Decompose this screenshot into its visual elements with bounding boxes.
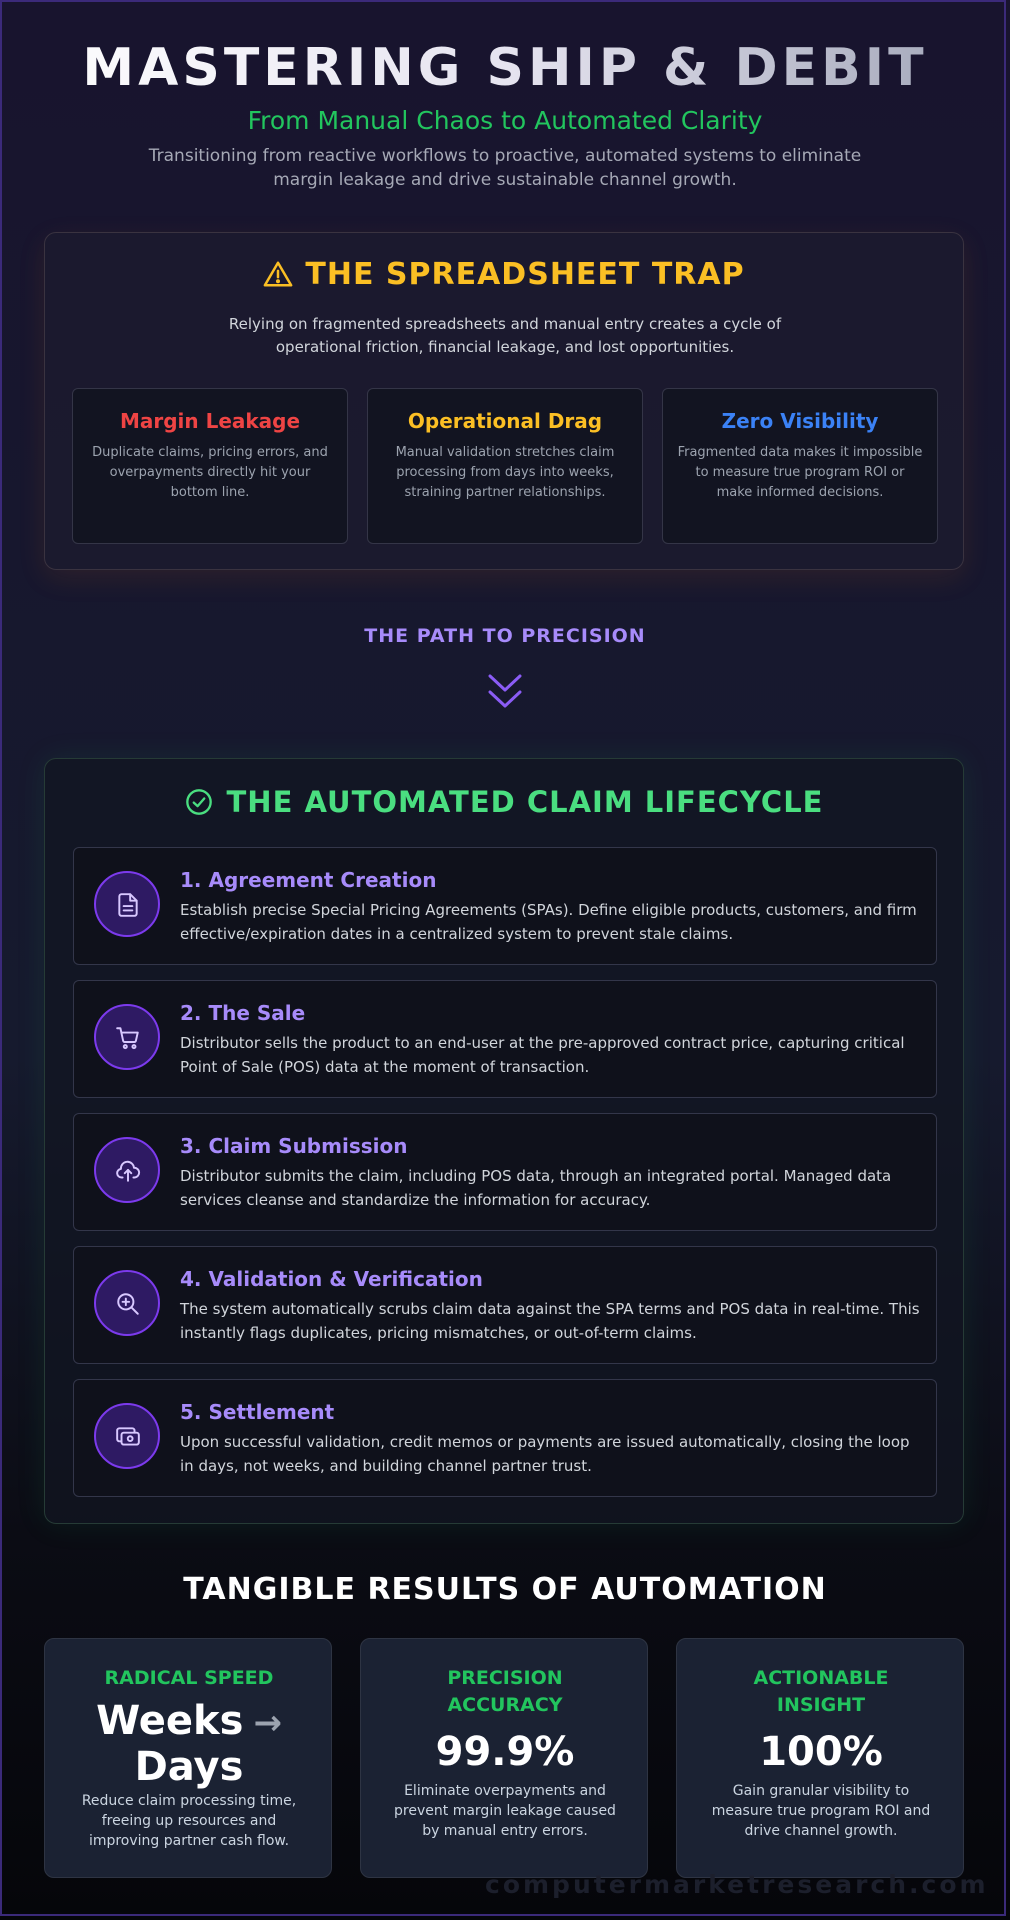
result-value: 100% bbox=[759, 1729, 883, 1775]
page-subtitle: From Manual Chaos to Automated Clarity bbox=[247, 106, 763, 135]
document-icon bbox=[118, 893, 138, 917]
step-title: 1. Agreement Creation bbox=[180, 868, 437, 892]
check-circle-icon bbox=[185, 789, 212, 815]
result-value: 99.9% bbox=[435, 1729, 575, 1775]
trap-card-zero-visibility: Zero Visibility Fragmented data makes it… bbox=[662, 388, 938, 544]
step-text: The system automatically scrubs claim da… bbox=[180, 1300, 920, 1342]
trap-card-text: Fragmented data makes it impossible to m… bbox=[677, 445, 923, 500]
path-label: THE PATH TO PRECISION bbox=[364, 625, 646, 647]
trap-card-title: Operational Drag bbox=[407, 409, 603, 433]
result-heading: PRECISION ACCURACY bbox=[447, 1667, 563, 1716]
step-title: 2. The Sale bbox=[180, 1001, 306, 1025]
lifecycle-step-claim-submission: 3. Claim Submission Distributor submits … bbox=[73, 1113, 937, 1231]
step-title: 3. Claim Submission bbox=[180, 1134, 408, 1158]
page-title: MASTERING SHIP & DEBIT bbox=[0, 38, 1010, 98]
trap-card-title: Zero Visibility bbox=[721, 409, 879, 433]
trap-card-text: Manual validation stretches claim proces… bbox=[395, 445, 615, 500]
shopping-cart-icon bbox=[116, 1027, 139, 1050]
trap-heading: THE SPREADSHEET TRAP bbox=[45, 257, 963, 292]
trap-description: Relying on fragmented spreadsheets and m… bbox=[228, 315, 782, 356]
trap-card-text: Duplicate claims, pricing errors, and ov… bbox=[92, 445, 328, 500]
warning-triangle-icon bbox=[264, 261, 293, 287]
trap-card-operational-drag: Operational Drag Manual validation stret… bbox=[367, 388, 643, 544]
result-text: Gain granular visibility to measure true… bbox=[711, 1783, 931, 1839]
double-chevron-down-icon bbox=[488, 674, 522, 708]
lifecycle-step-the-sale: 2. The Sale Distributor sells the produc… bbox=[73, 980, 937, 1098]
results-title: TANGIBLE RESULTS OF AUTOMATION bbox=[183, 1572, 827, 1607]
lifecycle-step-validation-verification: 4. Validation & Verification The system … bbox=[73, 1246, 937, 1364]
step-text: Establish precise Special Pricing Agreem… bbox=[180, 901, 917, 943]
result-text: Eliminate overpayments and prevent margi… bbox=[394, 1783, 616, 1839]
result-card-actionable-insight: ACTIONABLE INSIGHT 100% Gain granular vi… bbox=[676, 1638, 964, 1878]
step-text: Distributor sells the product to an end-… bbox=[180, 1034, 905, 1076]
cloud-upload-icon bbox=[116, 1160, 141, 1182]
result-card-precision-accuracy: PRECISION ACCURACY 99.9% Eliminate overp… bbox=[360, 1638, 648, 1878]
claim-lifecycle-panel: THE AUTOMATED CLAIM LIFECYCLE 1. Agreeme… bbox=[44, 758, 964, 1524]
lifecycle-heading: THE AUTOMATED CLAIM LIFECYCLE bbox=[45, 785, 963, 819]
payment-icon bbox=[116, 1427, 140, 1446]
result-heading: ACTIONABLE INSIGHT bbox=[753, 1667, 889, 1716]
trap-title-text: THE SPREADSHEET TRAP bbox=[305, 257, 745, 292]
lifecycle-step-agreement-creation: 1. Agreement Creation Establish precise … bbox=[73, 847, 937, 965]
zoom-in-icon bbox=[117, 1293, 139, 1315]
step-title: 5. Settlement bbox=[180, 1400, 335, 1424]
step-icon-badge bbox=[94, 1137, 160, 1203]
step-text: Upon successful validation, credit memos… bbox=[180, 1433, 910, 1475]
result-value: Weeks→ Days bbox=[45, 1699, 333, 1789]
page-description: Transitioning from reactive workflows to… bbox=[148, 146, 862, 190]
step-icon-badge bbox=[94, 871, 160, 937]
result-heading: RADICAL SPEED bbox=[104, 1667, 274, 1689]
result-text: Reduce claim processing time, freeing up… bbox=[81, 1793, 297, 1849]
step-icon-badge bbox=[94, 1004, 160, 1070]
step-title: 4. Validation & Verification bbox=[180, 1267, 483, 1291]
lifecycle-step-settlement: 5. Settlement Upon successful validation… bbox=[73, 1379, 937, 1497]
spreadsheet-trap-panel: THE SPREADSHEET TRAP Relying on fragment… bbox=[44, 232, 964, 570]
step-text: Distributor submits the claim, including… bbox=[180, 1167, 892, 1209]
result-value-from: Weeks bbox=[96, 1698, 244, 1744]
trap-card-margin-leakage: Margin Leakage Duplicate claims, pricing… bbox=[72, 388, 348, 544]
watermark: computermarketresearch.com bbox=[485, 1870, 989, 1899]
step-icon-badge bbox=[94, 1270, 160, 1336]
result-card-radical-speed: RADICAL SPEED Weeks→ Days Reduce claim p… bbox=[44, 1638, 332, 1878]
lifecycle-title-text: THE AUTOMATED CLAIM LIFECYCLE bbox=[226, 785, 824, 819]
result-value-to: Days bbox=[134, 1744, 244, 1790]
step-icon-badge bbox=[94, 1403, 160, 1469]
trap-card-title: Margin Leakage bbox=[119, 409, 301, 433]
arrow-right-icon: → bbox=[253, 1703, 282, 1743]
